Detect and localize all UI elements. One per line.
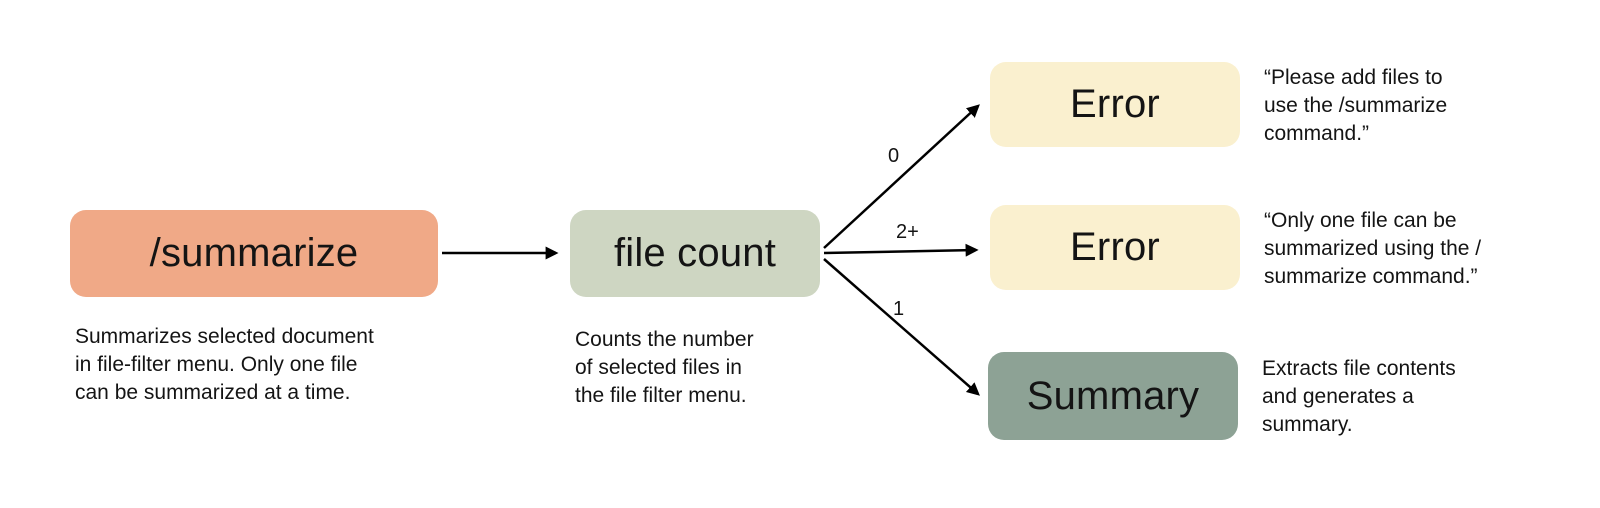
node-error-two-plus-label: Error <box>1070 225 1160 269</box>
node-summary-label: Summary <box>1026 373 1200 418</box>
node-error-zero-note: “Please add files to use the /summarize … <box>1264 66 1448 145</box>
node-summarize: /summarize <box>70 210 438 297</box>
node-summary-note: Extracts file contents and generates a s… <box>1262 357 1456 436</box>
arrow-file-count-to-error-two-plus <box>823 243 979 257</box>
edge-label-two-plus: 2+ <box>896 221 919 243</box>
node-error-zero: Error <box>990 62 1240 147</box>
node-file-count: file count <box>570 210 820 297</box>
node-file-count-label: file count <box>613 231 777 275</box>
node-error-two-plus-note: “Only one file can be summarized using t… <box>1264 209 1482 288</box>
node-file-count-caption: Counts the number of selected files in t… <box>575 328 754 407</box>
node-error-zero-label: Error <box>1070 82 1160 126</box>
edge-label-one: 1 <box>893 298 905 320</box>
node-error-two-plus: Error <box>990 205 1240 290</box>
edge-label-zero: 0 <box>888 145 900 167</box>
node-summarize-label: /summarize <box>149 231 359 275</box>
node-summary: Summary <box>988 352 1238 440</box>
node-summarize-caption: Summarizes selected document in file-fil… <box>75 325 374 404</box>
